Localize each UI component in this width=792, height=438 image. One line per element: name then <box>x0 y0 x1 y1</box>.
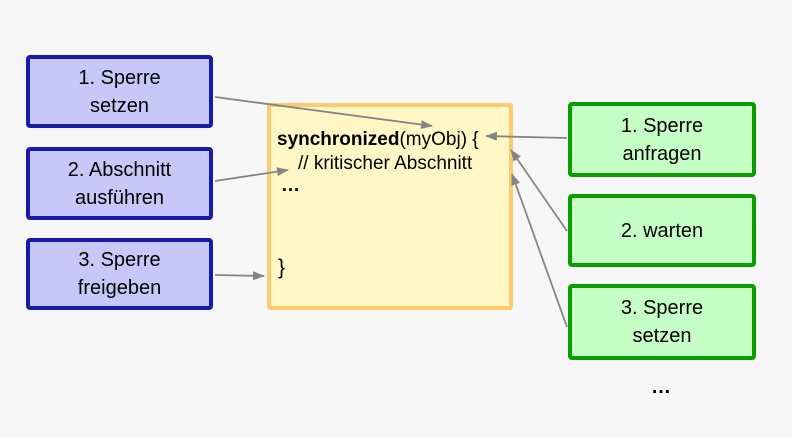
code-line-comment: // kritischer Abschnitt <box>298 153 473 174</box>
step-label-line: 3. Sperre <box>620 297 704 319</box>
step-box-lock-set-right: 3. Sperre setzen <box>568 284 756 360</box>
step-label-line: setzen <box>632 325 692 347</box>
step-label-line: ausführen <box>75 186 164 209</box>
step-box-lock-release: 3. Sperre freigeben <box>26 238 213 310</box>
arrow-wait-to-open-brace <box>510 149 568 232</box>
step-label-line: 1. Sperre <box>620 114 704 137</box>
arrow-release-to-brace <box>214 271 265 281</box>
step-box-lock-set: 1. Sperre setzen <box>26 55 213 128</box>
arrow-lock-set-right-to-open-brace <box>511 173 568 328</box>
step-label-line: 2. Abschnitt <box>67 158 172 181</box>
code-line-synchronized: synchronized(myObj) { <box>277 129 479 151</box>
code-line-rest: (myObj) { <box>399 129 479 150</box>
step-label-line: anfragen <box>622 142 702 165</box>
step-label-line: 1. Sperre <box>78 66 161 89</box>
step-label-line: freigeben <box>77 277 162 299</box>
step-label-line: setzen <box>90 94 149 117</box>
step-label-line: 3. Sperre <box>78 249 161 271</box>
code-keyword: synchronized <box>277 129 400 150</box>
step-box-lock-request: 1. Sperre anfragen <box>568 102 756 177</box>
step-label-line: 2. warten <box>620 219 704 242</box>
bottom-ellipsis: … <box>651 376 673 398</box>
code-line-ellipsis: … <box>281 175 302 196</box>
step-box-section-execute: 2. Abschnitt ausführen <box>26 147 213 220</box>
step-box-wait: 2. warten <box>568 194 756 267</box>
code-line-closing-brace: } <box>278 256 286 279</box>
code-block: synchronized(myObj) { // kritischer Absc… <box>267 103 513 310</box>
